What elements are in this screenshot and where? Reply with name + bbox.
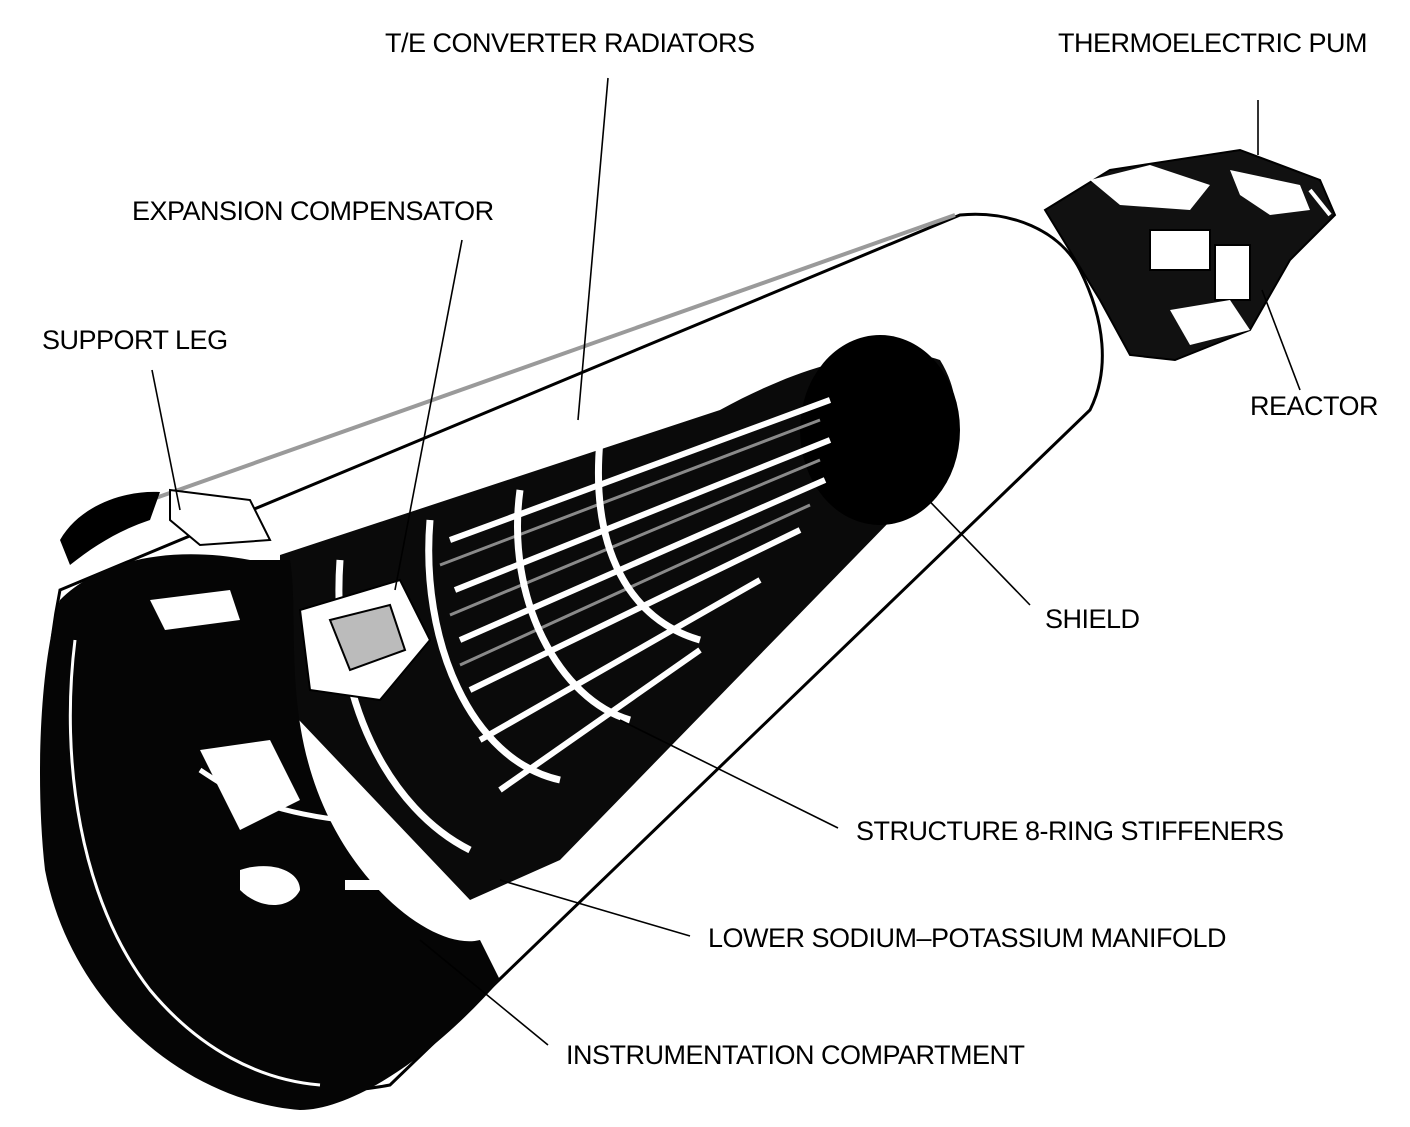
label-lower-manifold: LOWER SODIUM–POTASSIUM MANIFOLD (708, 923, 1227, 953)
manifold-lines (380, 885, 510, 920)
leader-ring-stiffeners (619, 719, 839, 829)
cutaway-cavity (280, 353, 957, 900)
leader-reactor (1261, 289, 1301, 391)
aft-end-base (40, 554, 500, 1110)
cone-top-edge (149, 213, 956, 502)
shield-disk (800, 335, 960, 525)
label-instrumentation-compartment: INSTRUMENTATION COMPARTMENT (566, 1040, 1025, 1070)
label-expansion-compensator: EXPANSION COMPENSATOR (132, 196, 494, 226)
label-support-leg: SUPPORT LEG (42, 325, 228, 355)
leader-instrumentation (419, 939, 549, 1046)
expansion-compensator-part (298, 578, 432, 702)
label-thermoelectric-pump: THERMOELECTRIC PUM (1058, 28, 1368, 58)
label-te-converter-radiators: T/E CONVERTER RADIATORS (385, 28, 755, 58)
support-leg (60, 491, 160, 565)
label-structure-ring-stiffeners: STRUCTURE 8-RING STIFFENERS (856, 816, 1284, 846)
leader-te-converter (577, 77, 609, 421)
reactor-assembly (1043, 148, 1337, 362)
label-shield: SHIELD (1045, 604, 1140, 634)
leader-lines (151, 77, 1301, 1046)
leader-lower-manifold (499, 879, 691, 937)
leader-expansion-compensator (394, 239, 463, 591)
label-reactor: REACTOR (1250, 391, 1379, 421)
leader-shield (879, 449, 1031, 606)
leader-support-leg (151, 369, 181, 511)
